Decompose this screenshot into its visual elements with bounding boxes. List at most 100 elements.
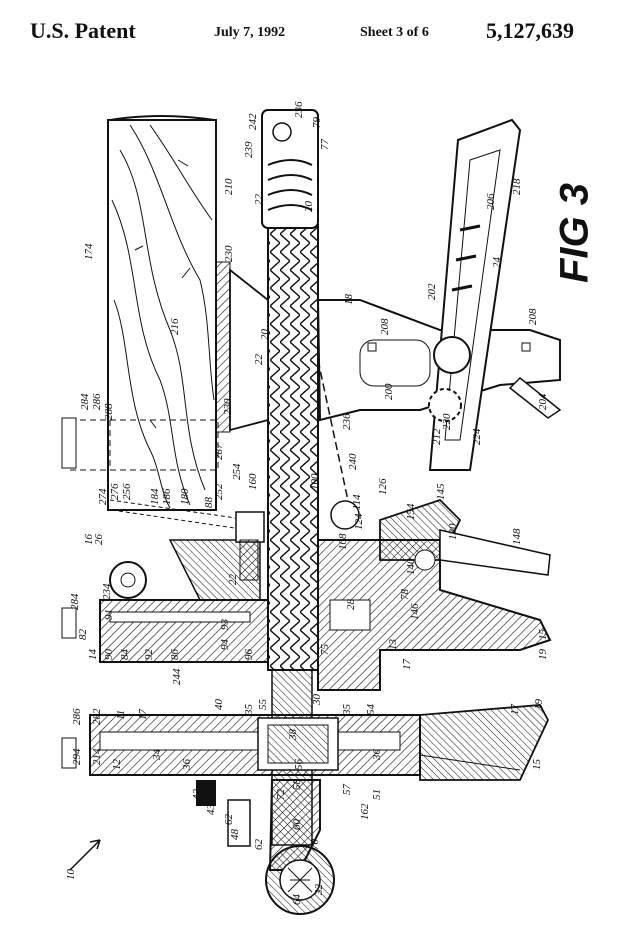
callout-160: 160 bbox=[247, 473, 259, 490]
callout-92: 92 bbox=[143, 649, 155, 661]
callout-19: 19 bbox=[533, 699, 545, 711]
callout-130: 130 bbox=[447, 523, 459, 540]
callout-54: 54 bbox=[365, 704, 377, 716]
callout-60: 60 bbox=[291, 819, 303, 831]
callout-186: 186 bbox=[161, 488, 173, 505]
callout-57: 57 bbox=[341, 784, 353, 796]
callout-35: 35 bbox=[243, 704, 255, 717]
callout-22: 22 bbox=[253, 354, 265, 366]
callout-288: 288 bbox=[103, 403, 115, 420]
callout-17: 17 bbox=[509, 704, 521, 716]
callout-180: 180 bbox=[179, 488, 191, 505]
callout-154: 154 bbox=[405, 503, 417, 520]
header-title: U.S. Patent bbox=[30, 18, 136, 43]
callout-162: 162 bbox=[359, 803, 371, 820]
callout-11: 11 bbox=[115, 710, 127, 720]
header-sheet: Sheet 3 of 6 bbox=[360, 25, 429, 40]
callout-38: 38 bbox=[287, 729, 299, 742]
callout-79: 79 bbox=[311, 117, 323, 129]
wood-beam bbox=[107, 115, 217, 511]
callout-51: 51 bbox=[371, 789, 383, 800]
callout-56: 56 bbox=[293, 759, 305, 771]
callout-15: 15 bbox=[531, 759, 543, 771]
callout-14: 14 bbox=[87, 649, 99, 661]
callout-70: 70 bbox=[309, 839, 321, 851]
callout-30: 30 bbox=[311, 694, 323, 707]
callout-276: 276 bbox=[109, 483, 121, 500]
callout-174: 174 bbox=[83, 243, 95, 260]
linkage-bar bbox=[428, 118, 562, 471]
callout-208: 208 bbox=[527, 308, 539, 325]
callout-72: 72 bbox=[275, 789, 287, 801]
figure-label-text: FIG 3 bbox=[552, 182, 597, 284]
ref-numeral: 10 bbox=[65, 869, 77, 881]
callout-17: 17 bbox=[137, 709, 149, 721]
callout-36: 36 bbox=[181, 759, 193, 772]
callout-284: 284 bbox=[79, 393, 91, 410]
callout-62: 62 bbox=[223, 814, 235, 826]
callout-200: 200 bbox=[383, 383, 395, 400]
callout-124: 124 bbox=[353, 513, 365, 530]
callout-204: 204 bbox=[537, 393, 549, 410]
callout-91: 91 bbox=[103, 609, 115, 620]
callout-84: 84 bbox=[119, 649, 131, 661]
callout-210: 210 bbox=[223, 178, 235, 195]
callout-126: 126 bbox=[377, 478, 389, 495]
header-patent-number: 5,127,639 bbox=[486, 18, 574, 43]
callout-77: 77 bbox=[319, 139, 331, 151]
callout-42: 42 bbox=[191, 789, 203, 801]
callout-145: 145 bbox=[435, 483, 447, 500]
callout-287: 287 bbox=[213, 443, 225, 460]
callout-254: 254 bbox=[231, 463, 243, 480]
callout-236: 236 bbox=[341, 413, 353, 430]
dashed-rod bbox=[317, 359, 351, 511]
callout-284: 284 bbox=[69, 593, 81, 610]
ref-arrow bbox=[69, 839, 101, 871]
callout-24: 24 bbox=[491, 257, 503, 269]
callout-274: 274 bbox=[97, 488, 109, 505]
callout-148: 148 bbox=[511, 528, 523, 545]
callout-17: 17 bbox=[401, 659, 413, 671]
callout-216: 216 bbox=[169, 318, 181, 335]
callout-48: 48 bbox=[229, 829, 241, 841]
callout-224: 224 bbox=[471, 428, 483, 445]
callout-94: 94 bbox=[219, 639, 231, 651]
callout-234: 234 bbox=[101, 583, 113, 600]
callout-28: 28 bbox=[345, 599, 357, 611]
jaw-assembly-16 bbox=[61, 499, 269, 663]
post-cap bbox=[61, 417, 77, 469]
callout-22: 22 bbox=[227, 574, 239, 586]
callout-140: 140 bbox=[405, 558, 417, 575]
callout-20: 20 bbox=[303, 201, 315, 213]
callout-62: 62 bbox=[253, 839, 265, 851]
patent-header: U.S. Patent July 7, 1992 Sheet 3 of 6 5,… bbox=[0, 14, 620, 54]
callout-244: 244 bbox=[171, 668, 183, 685]
callout-15: 15 bbox=[537, 629, 549, 641]
callout-220: 220 bbox=[441, 413, 453, 430]
callout-20: 20 bbox=[259, 329, 271, 341]
callout-230: 230 bbox=[222, 398, 234, 415]
callout-26: 26 bbox=[93, 534, 105, 546]
callout-34: 34 bbox=[151, 749, 163, 762]
handle-32 bbox=[196, 779, 335, 915]
callout-78: 78 bbox=[399, 589, 411, 601]
pivot-circle bbox=[330, 500, 360, 530]
callout-184: 184 bbox=[149, 488, 161, 505]
callout-212: 212 bbox=[431, 428, 443, 445]
callout-96: 96 bbox=[243, 649, 255, 661]
callout-36: 36 bbox=[371, 749, 383, 762]
callout-286: 286 bbox=[91, 393, 103, 410]
callout-16: 16 bbox=[83, 534, 95, 546]
callout-35: 35 bbox=[341, 704, 353, 717]
callout-282: 282 bbox=[91, 708, 103, 725]
callout-43: 43 bbox=[205, 804, 217, 816]
callout-19: 19 bbox=[537, 649, 549, 661]
callout-13: 13 bbox=[387, 639, 399, 651]
callout-230: 230 bbox=[223, 245, 235, 262]
callout-146: 146 bbox=[409, 603, 421, 620]
callout-114: 114 bbox=[351, 494, 363, 510]
callout-252: 252 bbox=[213, 483, 225, 500]
callout-206: 206 bbox=[485, 193, 497, 210]
